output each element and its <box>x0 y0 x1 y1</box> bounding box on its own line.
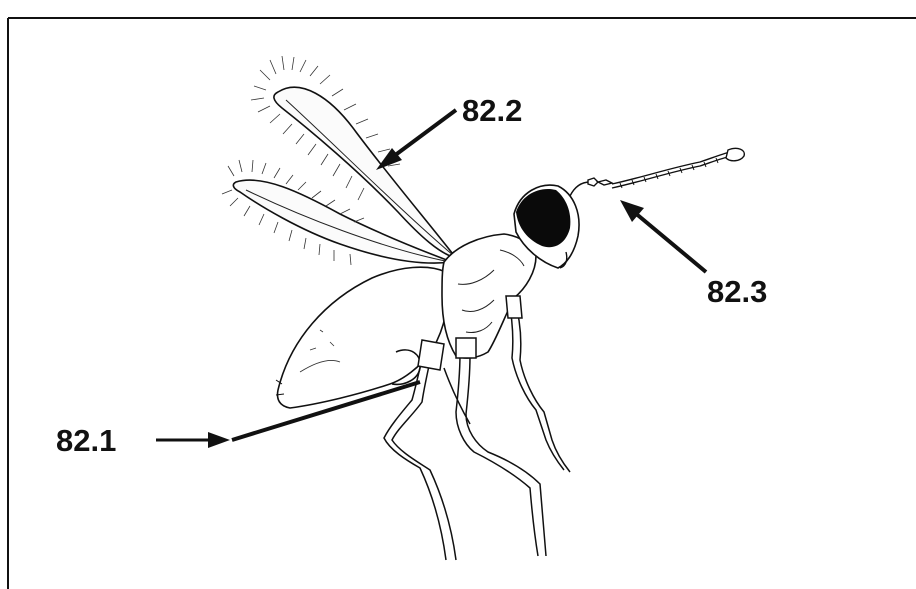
antenna <box>570 148 744 196</box>
callout-label-82-3: 82.3 <box>707 274 767 309</box>
callout-label-82-1: 82.1 <box>56 423 116 458</box>
abdomen <box>276 267 448 408</box>
callout-label-82-2: 82.2 <box>462 93 522 128</box>
